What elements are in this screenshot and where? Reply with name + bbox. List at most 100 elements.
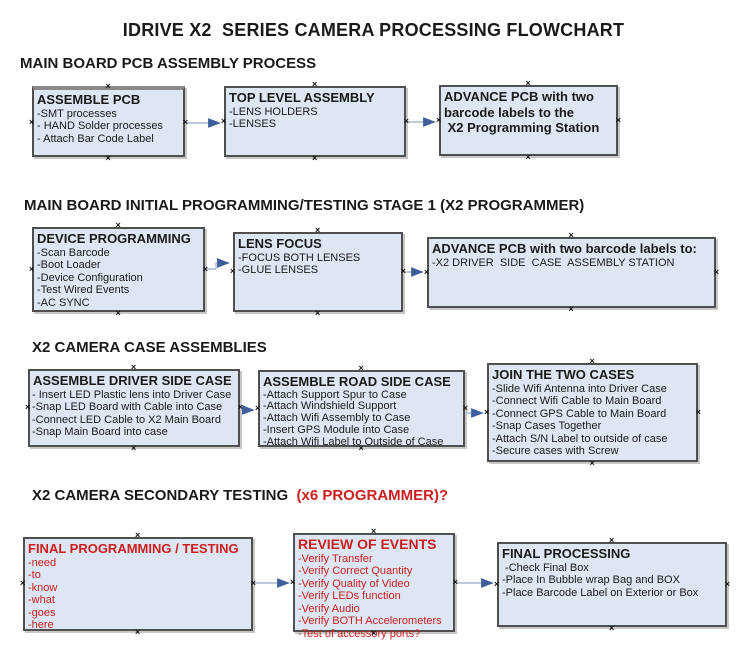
box-item: -goes xyxy=(28,606,56,619)
connection-handle-bottom: × xyxy=(105,153,111,163)
connection-handle-bottom: × xyxy=(135,627,141,637)
connection-handle-right: × xyxy=(452,576,458,587)
connection-handle-top: × xyxy=(589,356,595,366)
flow-box-assemble-pcb: ASSEMBLE PCB -SMT processes- HAND Solder… xyxy=(29,82,188,163)
connection-handle-top: × xyxy=(105,81,111,91)
box-title: FINAL PROGRAMMING / TESTING xyxy=(28,541,239,556)
flow-box-join-the-two-cases: JOIN THE TWO CASES -Slide Wifi Antenna i… xyxy=(484,357,701,468)
connection-handle-left: × xyxy=(25,402,31,412)
flow-box-advance-pcb-to-case-assembly: ADVANCE PCB with two barcode labels to: … xyxy=(424,231,719,314)
box-item: -Boot Loader xyxy=(37,259,101,271)
box-items: -X2 DRIVER SIDE CASE ASSEMBLY STATION xyxy=(429,257,714,270)
box-item: -Verify Audio xyxy=(298,602,360,615)
box-title: TOP LEVEL ASSEMBLY xyxy=(229,90,375,105)
box-title: ADVANCE PCB with two barcode labels to t… xyxy=(444,89,600,135)
connection-handle-right: × xyxy=(403,115,409,126)
box-item: -Snap Cases Together xyxy=(492,420,602,432)
box-item: - Insert LED Plastic lens into Driver Ca… xyxy=(32,388,232,401)
connection-handle-right: × xyxy=(615,114,621,125)
box-item: -Connect Wifi Cable to Main Board xyxy=(492,395,662,407)
box-item: -Place Barcode Label on Exterior or Box xyxy=(502,586,699,599)
connection-handle-bottom: × xyxy=(131,443,137,453)
connection-handle-left: × xyxy=(221,115,227,126)
connection-handle-left: × xyxy=(29,263,35,274)
connection-handle-top: × xyxy=(371,526,377,536)
box-title: REVIEW OF EVENTS xyxy=(298,536,437,552)
box-items: -Attach Support Spur to Case-Attach Wind… xyxy=(260,389,463,449)
box-item: -Place In Bubble wrap Bag and BOX xyxy=(502,574,680,586)
box-item: -GLUE LENSES xyxy=(238,264,319,276)
flow-box-lens-focus: LENS FOCUS -FOCUS BOTH LENSES-GLUE LENSE… xyxy=(230,226,406,318)
box-items: -FOCUS BOTH LENSES-GLUE LENSES xyxy=(235,252,401,277)
box-item: -Snap Main Board into case xyxy=(32,426,168,438)
box-item: -Verify Correct Quantity xyxy=(298,565,413,577)
connection-handle-top: × xyxy=(312,79,318,89)
box-title: LENS FOCUS xyxy=(238,236,322,251)
connection-handle-bottom: × xyxy=(315,308,321,318)
connection-handle-bottom: × xyxy=(609,623,615,633)
page-title: IDRIVE X2 SERIES CAMERA PROCESSING FLOWC… xyxy=(122,20,625,40)
connection-handle-top: × xyxy=(358,363,364,373)
connection-handle-left: × xyxy=(436,114,442,125)
flow-box-top-level-assembly: TOP LEVEL ASSEMBLY -LENS HOLDERS-LENSES … xyxy=(221,80,409,163)
section-heading-text: X2 CAMERA SECONDARY TESTING xyxy=(32,487,297,504)
connection-handle-top: × xyxy=(609,535,615,545)
box-item: -here xyxy=(28,619,54,631)
connection-handle-bottom: × xyxy=(115,308,121,318)
box-title: ASSEMBLE ROAD SIDE CASE xyxy=(263,374,451,389)
box-item: -Connect LED Cable to X2 Main Board xyxy=(32,413,221,426)
connection-handle-right: × xyxy=(713,266,719,277)
connection-handle-left: × xyxy=(484,406,490,417)
flow-box-final-programming-testing: FINAL PROGRAMMING / TESTING -need-to-kno… xyxy=(20,531,256,637)
box-title: FINAL PROCESSING xyxy=(502,546,631,561)
section-heading-text: MAIN BOARD PCB ASSEMBLY PROCESS xyxy=(20,55,317,72)
flow-box-review-of-events: REVIEW OF EVENTS -Verify Transfer-Verify… xyxy=(290,527,458,640)
connection-handle-left: × xyxy=(424,266,430,277)
flow-box-device-programming: DEVICE PROGRAMMING -Scan Barcode-Boot Lo… xyxy=(29,221,208,318)
flow-box-advance-pcb-to-programming-station: ADVANCE PCB with two barcode labels to t… xyxy=(436,79,621,162)
box-item: -Verify BOTH Accelerometers xyxy=(298,615,442,627)
box-item: -LENS HOLDERS xyxy=(229,105,318,118)
box-item: -SMT processes xyxy=(37,107,117,120)
connection-handle-bottom: × xyxy=(312,153,318,163)
connection-handle-top: × xyxy=(131,362,137,372)
connection-handle-right: × xyxy=(182,116,188,127)
box-item: -what xyxy=(28,594,55,606)
connection-handle-left: × xyxy=(29,116,35,127)
box-title: ASSEMBLE DRIVER SIDE CASE xyxy=(33,373,232,388)
section-heading-suffix: (x6 PROGRAMMER)? xyxy=(296,487,449,504)
connection-handle-right: × xyxy=(250,578,256,588)
box-item: - Attach Bar Code Label xyxy=(37,132,154,145)
section-heading-pcb-assembly: MAIN BOARD PCB ASSEMBLY PROCESS xyxy=(20,55,316,72)
box-item: -Check Final Box xyxy=(502,561,589,574)
section-heading-secondary-testing: X2 CAMERA SECONDARY TESTING (x6 PROGRAMM… xyxy=(32,487,448,504)
box-item: -Device Configuration xyxy=(37,271,143,284)
section-heading-text: MAIN BOARD INITIAL PROGRAMMING/TESTING S… xyxy=(24,197,585,214)
box-items: -Scan Barcode-Boot Loader-Device Configu… xyxy=(34,247,203,310)
connection-handle-left: × xyxy=(230,266,236,276)
connection-handle-top: × xyxy=(135,530,141,540)
box-item: -FOCUS BOTH LENSES xyxy=(238,251,361,264)
box-item: -AC SYNC xyxy=(37,296,90,309)
box-item: -Secure cases with Screw xyxy=(492,445,619,457)
box-item: -Attach Wifi Assembly to Case xyxy=(263,412,411,425)
connection-handle-top: × xyxy=(525,78,531,88)
connection-handle-top: × xyxy=(568,230,574,240)
connection-handle-left: × xyxy=(20,578,26,588)
box-items: - Insert LED Plastic lens into Driver Ca… xyxy=(30,389,238,439)
connection-handle-right: × xyxy=(400,266,406,276)
box-item: -Test of accessory ports? xyxy=(298,627,421,640)
flow-box-assemble-driver-side-case: ASSEMBLE DRIVER SIDE CASE - Insert LED P… xyxy=(25,363,243,453)
connection-handle-right: × xyxy=(202,263,208,274)
box-items: -LENS HOLDERS-LENSES xyxy=(226,106,404,131)
section-heading-initial-programming: MAIN BOARD INITIAL PROGRAMMING/TESTING S… xyxy=(24,197,584,214)
box-item: - HAND Solder processes xyxy=(37,120,163,132)
box-item: -Slide Wifi Antenna into Driver Case xyxy=(492,382,667,395)
box-title: JOIN THE TWO CASES xyxy=(492,367,635,382)
box-item: -know xyxy=(28,581,58,594)
box-item: -Scan Barcode xyxy=(37,246,110,259)
flow-box-final-processing: FINAL PROCESSING -Check Final Box-Place … xyxy=(494,536,730,633)
connection-handle-right: × xyxy=(462,402,468,413)
connection-handle-top: × xyxy=(115,220,121,230)
